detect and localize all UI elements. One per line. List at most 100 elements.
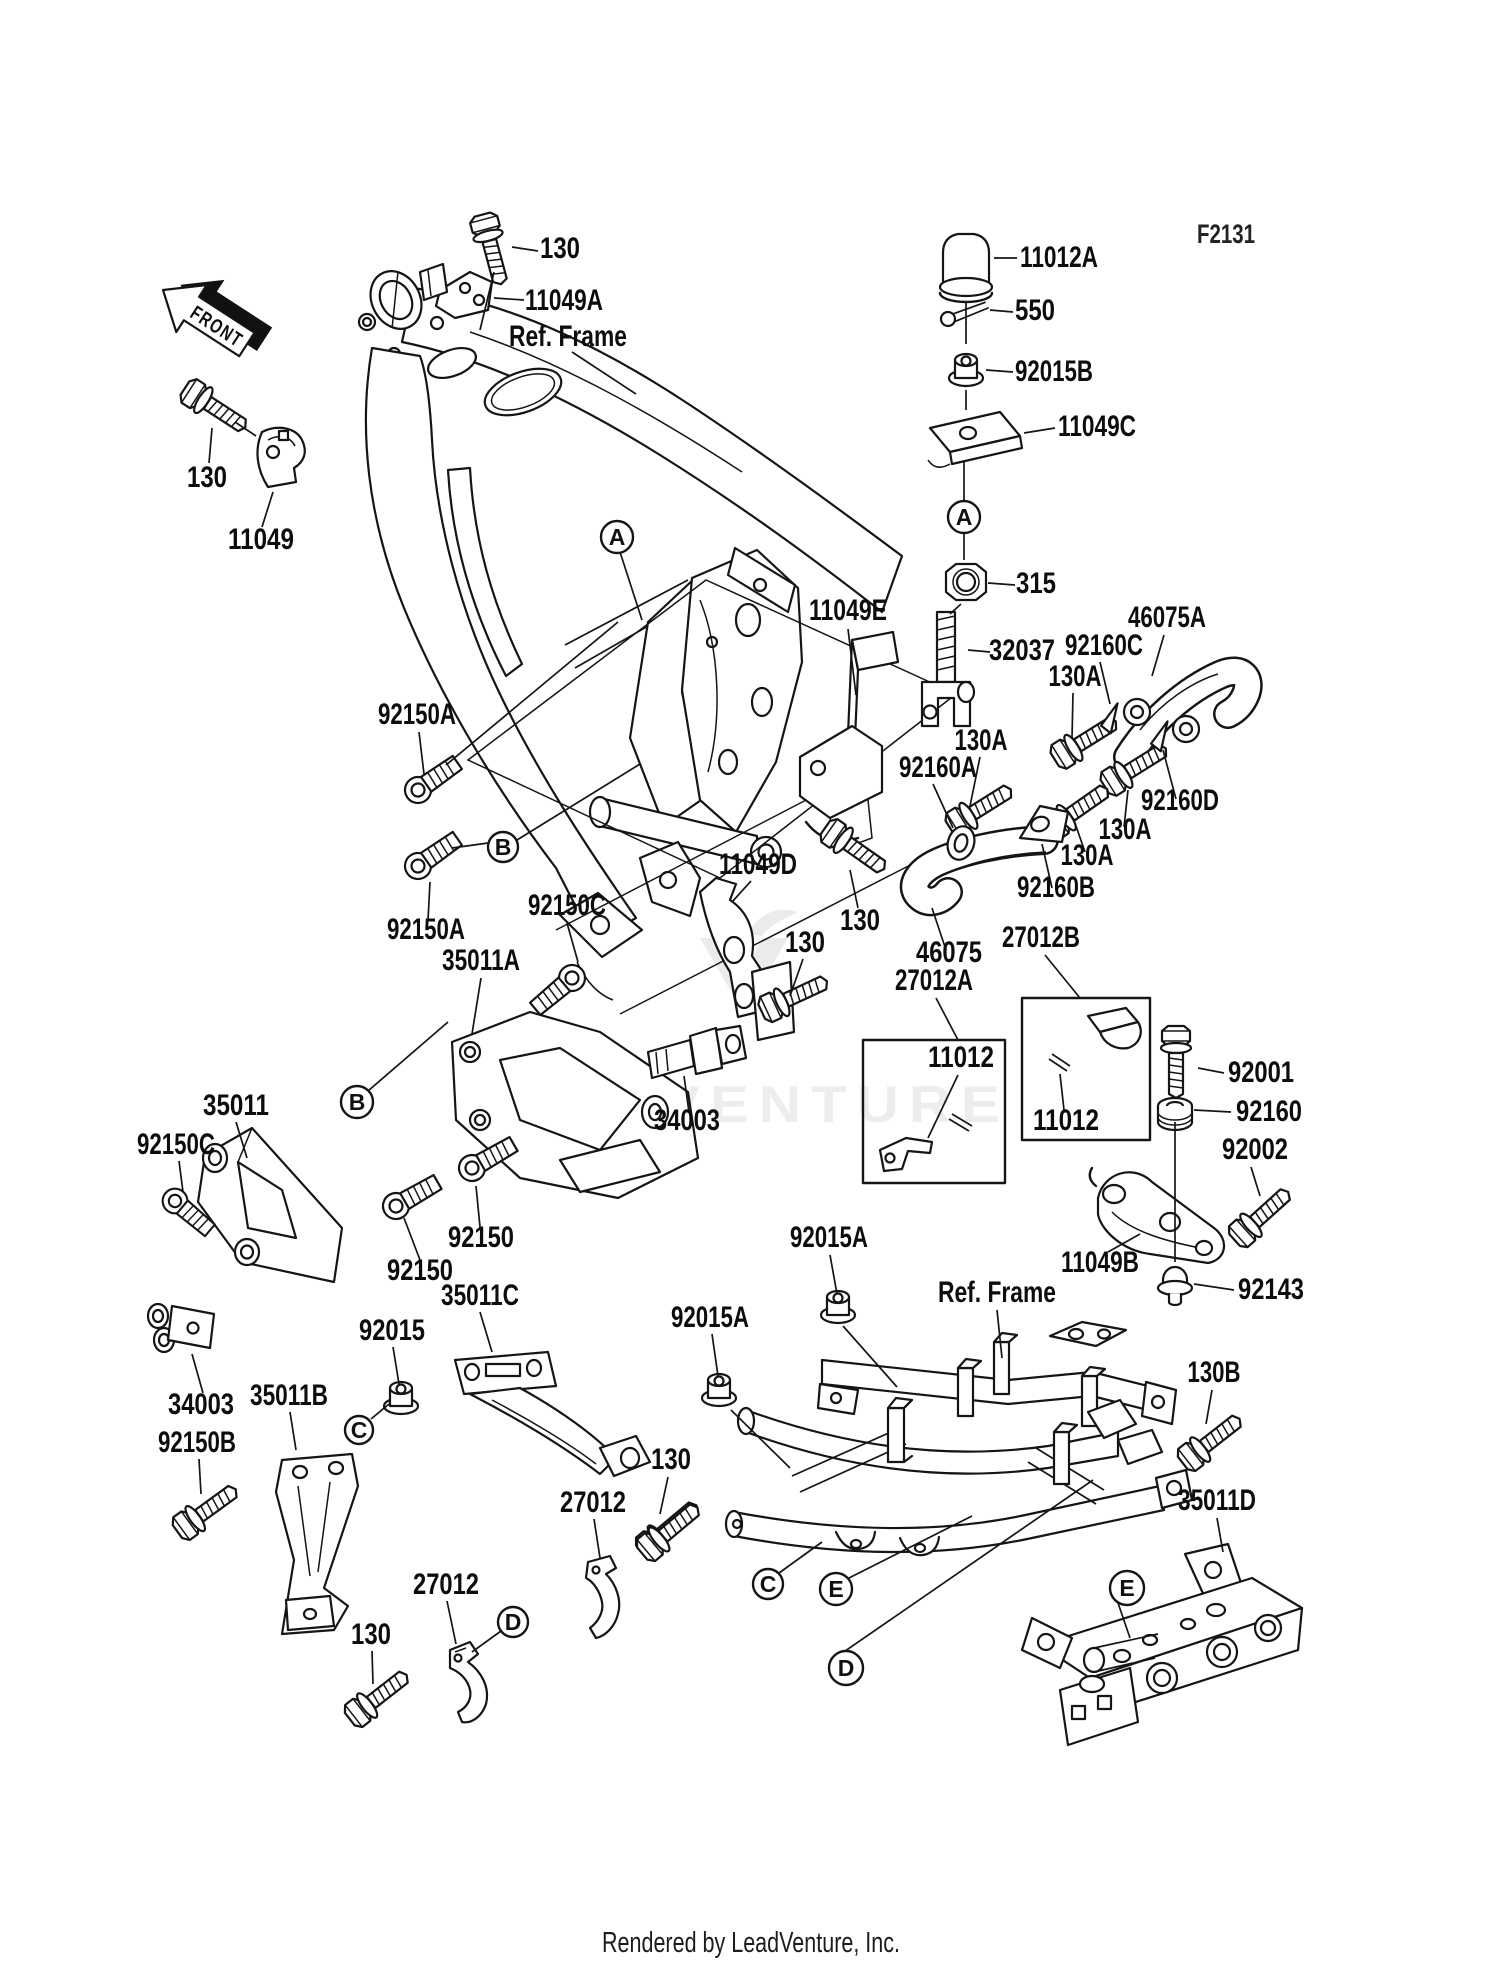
washer-92160A-drawing: [946, 825, 976, 861]
clip-27012-right-drawing: [584, 1554, 621, 1640]
part-label: 11012: [928, 1041, 994, 1074]
part-label: 92160B: [1017, 871, 1095, 904]
marker-letter: E: [1119, 1575, 1134, 1601]
marker-E-2: [1108, 1569, 1146, 1607]
lever-11012-a-drawing: [878, 1113, 973, 1173]
part-labels: 130 11049A Ref. Frame 130 11049 F2131 11…: [137, 219, 1304, 1651]
marker-letter: E: [828, 1576, 843, 1602]
nut-92015A-2: [700, 1372, 738, 1408]
bolt-92150-2: [377, 1169, 446, 1225]
marker-D-2: [827, 1649, 865, 1687]
plate-11049C-drawing: [927, 410, 1024, 468]
bracket-11049A-drawing: [418, 262, 494, 320]
marker-E-1: [818, 1571, 854, 1607]
plate-92160B-drawing: [1018, 804, 1070, 844]
nut-92015B: [947, 352, 985, 388]
part-label: 27012A: [895, 964, 973, 997]
bolt-92150C-1: [525, 958, 592, 1020]
clip-27012-left-drawing: [448, 1640, 489, 1724]
part-label: 46075A: [1128, 601, 1206, 634]
part-label: 92150A: [387, 913, 465, 946]
marker-A-1: [599, 519, 635, 555]
part-label: 130: [351, 1618, 391, 1651]
part-label: 130A: [1049, 660, 1102, 693]
marker-B-1: [486, 830, 520, 864]
part-label: 11012A: [1020, 241, 1098, 274]
bolt-92001: [1159, 1024, 1193, 1100]
part-label: 130: [651, 1443, 691, 1476]
part-label: 35011: [203, 1089, 269, 1122]
part-label: 11012: [1033, 1104, 1099, 1137]
part-label: 130: [840, 904, 880, 937]
marker-letter: A: [956, 504, 973, 530]
part-label: 46075: [916, 936, 982, 969]
part-label: 92143: [1238, 1273, 1304, 1306]
part-label: 92015A: [671, 1301, 749, 1334]
marker-letter: C: [351, 1417, 368, 1443]
box-27012B: [1020, 996, 1152, 1142]
part-label: 550: [1015, 294, 1055, 327]
damper-92143-drawing: [1156, 1265, 1194, 1307]
bracket-35011D-drawing: [1020, 1542, 1304, 1747]
part-label: 92160C: [1065, 629, 1143, 662]
bracket-11049E-drawing: [798, 630, 900, 854]
part-label: 11049D: [719, 848, 797, 881]
nut-92015A-1: [819, 1289, 857, 1325]
pin-34003-center-drawing: [646, 1024, 748, 1080]
bolt-130-mid1: [815, 814, 894, 883]
bracket-11049-drawing: [256, 426, 306, 489]
part-label: 130A: [1099, 813, 1152, 846]
marker-letter: B: [349, 1089, 366, 1115]
part-label: 130A: [1061, 839, 1114, 872]
part-label: 92150C: [137, 1128, 215, 1161]
part-label: 11049A: [525, 284, 603, 317]
part-label: 35011B: [250, 1379, 328, 1412]
bolt-92150B: [167, 1476, 246, 1545]
bracket-35011C-drawing: [453, 1350, 652, 1478]
part-label: 27012: [413, 1568, 479, 1601]
part-label: 11049C: [1058, 410, 1136, 443]
rear-subframe-drawing: [724, 1320, 1194, 1557]
part-label: 92015B: [1015, 355, 1093, 388]
marker-B-2: [339, 1084, 375, 1120]
part-label: 92160A: [899, 751, 977, 784]
bolt-92002: [1223, 1179, 1300, 1253]
marker-A-2: [946, 499, 982, 535]
part-label: 34003: [654, 1104, 720, 1137]
part-label: 11049: [228, 523, 294, 556]
part-label: 92015: [359, 1314, 425, 1347]
ref-frame-label: Ref. Frame: [509, 320, 627, 353]
nut-92015: [382, 1380, 420, 1416]
part-label: 92015A: [790, 1221, 868, 1254]
stud-32037-drawing: [920, 610, 976, 728]
handle-46075A-drawing: [1113, 656, 1263, 772]
part-label: 92001: [1228, 1056, 1294, 1089]
main-frame-drawing: [357, 270, 958, 1015]
part-label: 34003: [168, 1388, 234, 1421]
marker-letter: A: [609, 524, 626, 550]
part-label: 92150A: [378, 698, 456, 731]
bolt-130-bl: [339, 1661, 417, 1733]
part-label: 92002: [1222, 1133, 1288, 1166]
part-label: 92150B: [158, 1426, 236, 1459]
part-label: 130A: [955, 724, 1008, 757]
bolt-92150A-1: [398, 750, 466, 810]
part-label: 35011C: [441, 1279, 519, 1312]
cap-11012A-drawing: [938, 232, 994, 304]
marker-letter: D: [838, 1655, 855, 1681]
part-label: 130: [785, 926, 825, 959]
marker-C-1: [343, 1414, 375, 1446]
part-label: 92150: [448, 1221, 514, 1254]
marker-letter: C: [760, 1571, 777, 1597]
bracket-11049D-drawing: [698, 876, 796, 1042]
part-label: 27012: [560, 1486, 626, 1519]
clamp-11012-b-drawing: [1048, 1006, 1142, 1072]
part-label: 92160D: [1141, 784, 1219, 817]
bracket-35011B-drawing: [274, 1452, 360, 1636]
part-label: 35011A: [442, 944, 520, 977]
nut-315-drawing: [944, 562, 988, 602]
marker-letter: D: [505, 1609, 522, 1635]
part-label: 92160: [1236, 1095, 1302, 1128]
